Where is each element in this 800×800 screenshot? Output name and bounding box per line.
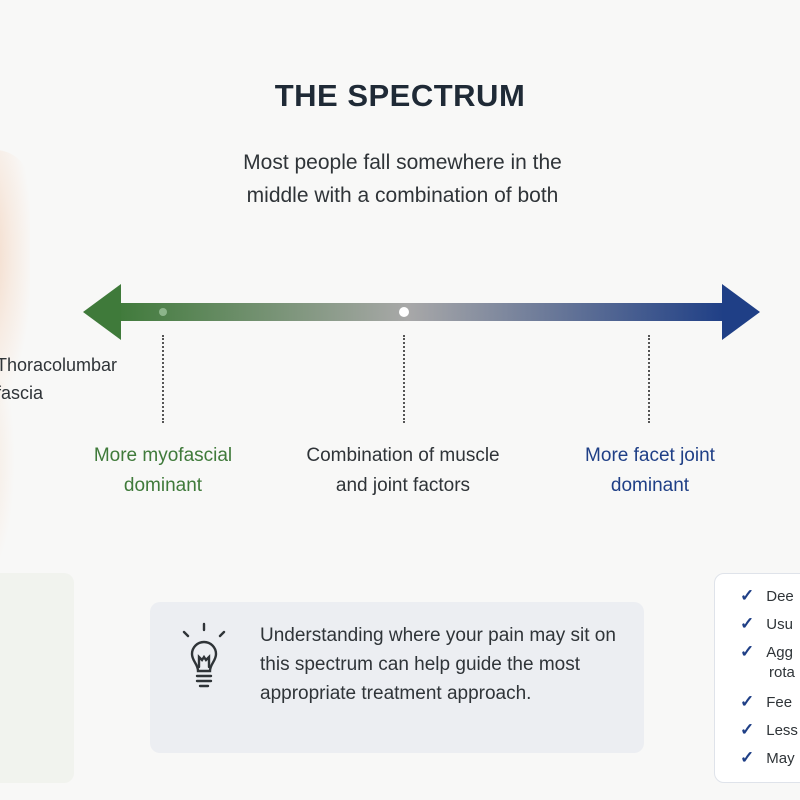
spectrum-bar — [115, 303, 725, 321]
combination-label: Combination of muscle and joint factors — [306, 445, 500, 496]
right-card — [714, 573, 800, 783]
right-dotted-line — [648, 335, 650, 423]
lightbulb-icon — [182, 622, 226, 688]
check-icon: ✓ — [740, 642, 755, 661]
check-item-continuation: rota — [769, 664, 795, 681]
left-dotted-line — [162, 335, 164, 423]
check-icon: ✓ — [740, 748, 755, 767]
facet-joint-dominant-label: More facet joint dominant — [585, 445, 715, 496]
body-image-lower — [0, 380, 15, 580]
subtitle: Most people fall somewhere in the middle… — [243, 151, 562, 207]
check-item: ✓Agg — [740, 642, 793, 661]
info-card — [150, 602, 644, 753]
left-card — [0, 573, 74, 783]
check-item: ✓May — [740, 748, 795, 767]
myofascial-dominant-label: More myofascial dominant — [93, 445, 233, 496]
thoracolumbar-fascia-label: Thoracolumbar fascia — [0, 355, 118, 403]
check-icon: ✓ — [740, 614, 755, 633]
body-image — [0, 150, 30, 410]
check-item: ✓Usu — [740, 614, 793, 633]
info-text: Understanding where your pain may sit on… — [260, 625, 616, 704]
middle-dotted-line — [403, 335, 405, 423]
arrow-left-head — [83, 284, 121, 340]
check-item: ✓Fee — [740, 692, 793, 711]
check-icon: ✓ — [740, 720, 755, 739]
check-item: ✓Dee — [740, 586, 794, 605]
arrow-right-head — [722, 284, 760, 340]
spectrum-arrow — [83, 284, 760, 340]
check-icon: ✓ — [740, 692, 755, 711]
page-title: THE SPECTRUM — [274, 78, 526, 113]
check-item: ✓Less — [740, 720, 798, 739]
check-icon: ✓ — [740, 586, 755, 605]
middle-marker-dot — [399, 307, 409, 317]
left-marker-dot — [159, 308, 167, 316]
